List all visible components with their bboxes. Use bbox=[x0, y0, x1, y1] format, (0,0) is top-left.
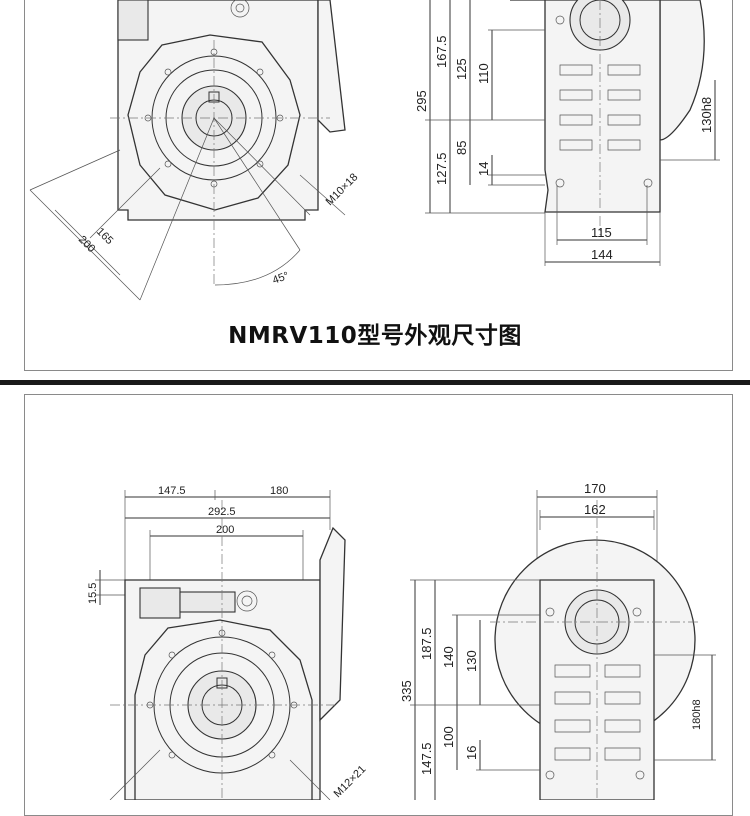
drawing-caption: NMRV110型号外观尺寸图 bbox=[228, 323, 522, 349]
dim-127-5: 127.5 bbox=[434, 152, 449, 185]
dim-180h8: 180h8 bbox=[691, 699, 703, 730]
dim-16: 16 bbox=[464, 746, 479, 760]
dim-165: 165 bbox=[94, 226, 115, 247]
dim-200: 200 bbox=[76, 234, 97, 255]
bottom-side-view bbox=[95, 490, 346, 800]
dim-147-5-bottom-h: 147.5 bbox=[158, 485, 186, 497]
top-front-view bbox=[425, 0, 720, 266]
dim-100: 100 bbox=[441, 726, 456, 748]
dim-85: 85 bbox=[454, 141, 469, 155]
dim-335: 335 bbox=[399, 680, 414, 702]
dim-162: 162 bbox=[584, 502, 606, 517]
dim-15-5: 15.5 bbox=[87, 583, 99, 604]
dim-147-5-bottom-v: 147.5 bbox=[419, 742, 434, 775]
dim-115: 115 bbox=[591, 225, 612, 240]
dim-187-5: 187.5 bbox=[419, 627, 434, 660]
dim-167-5: 167.5 bbox=[434, 35, 449, 68]
dim-140: 140 bbox=[441, 646, 456, 668]
dim-thread-m10: M10×18 bbox=[324, 171, 361, 208]
dim-110: 110 bbox=[476, 63, 491, 84]
dim-130: 130 bbox=[464, 650, 479, 672]
dim-170: 170 bbox=[584, 481, 606, 496]
dim-130h8: 130h8 bbox=[699, 97, 714, 133]
dim-14: 14 bbox=[476, 162, 491, 176]
dim-thread-m12: M12×21 bbox=[332, 763, 369, 800]
dim-200-bottom: 200 bbox=[216, 524, 234, 536]
dim-295: 295 bbox=[414, 90, 429, 112]
dim-144: 144 bbox=[591, 247, 613, 262]
dim-292-5: 292.5 bbox=[208, 506, 236, 518]
top-side-view bbox=[29, 0, 346, 301]
dim-180-bottom-h: 180 bbox=[270, 485, 288, 497]
bottom-front-view bbox=[410, 490, 716, 800]
panel-divider bbox=[0, 380, 750, 385]
dim-angle: 45° bbox=[271, 270, 291, 287]
dim-125: 125 bbox=[454, 58, 469, 80]
